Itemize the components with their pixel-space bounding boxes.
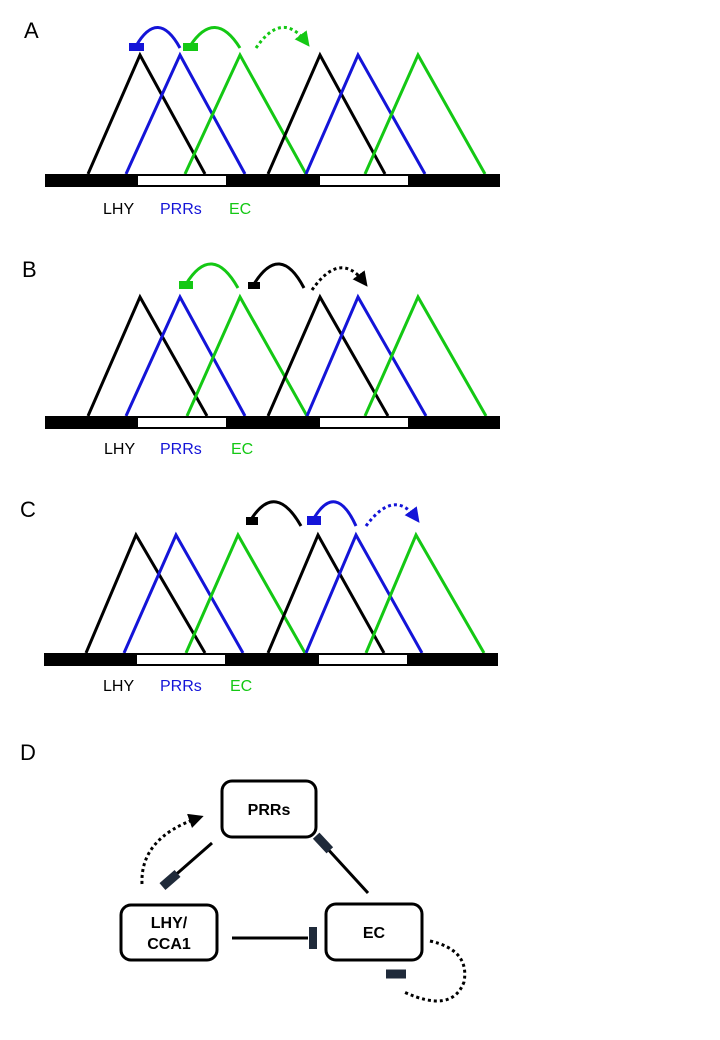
panel-c-arcs — [246, 500, 420, 527]
ec-inhibition-bar — [179, 281, 193, 289]
ec-peak-day2 — [363, 51, 487, 175]
panel-a-arcs — [129, 25, 310, 51]
legend-prrs: PRRs — [160, 201, 202, 218]
ec-next-cycle-dotted-arrow — [254, 25, 310, 49]
ec-inhibits-prrs-arc — [184, 262, 240, 289]
lhy-inhibits-ec-arc — [252, 262, 306, 289]
node-prrs: PRRs — [220, 779, 318, 839]
panel-c-peaks — [84, 531, 486, 654]
legend-lhy: LHY — [104, 441, 135, 458]
node-ec-label: EC — [363, 925, 386, 942]
legend-ec: EC — [230, 678, 252, 695]
lhy-peak-day2 — [266, 293, 390, 417]
prrs-inhibition-bar — [307, 516, 321, 525]
lhy-inhibition-bar — [248, 282, 260, 289]
ec-inhibition-bar — [183, 43, 198, 51]
edge-lhy-activates-prrs-dotted — [140, 813, 204, 885]
edge-ec-inhibits-prrs — [312, 832, 370, 895]
prrs-peak-day1 — [124, 51, 247, 175]
day-segment-2 — [320, 418, 408, 427]
prrs-inhibits-lhy-arc — [312, 500, 358, 527]
day-segment-1 — [138, 418, 226, 427]
prrs-peak-day2 — [304, 531, 424, 654]
ec-inhibits-prrs-arc — [188, 26, 242, 49]
legend-prrs: PRRs — [160, 678, 202, 695]
edge-ec-self-inhibition-dotted — [386, 939, 467, 1003]
day-segment-2 — [320, 176, 408, 185]
prrs-peak-day2 — [305, 293, 428, 417]
lhy-inhibits-ec-arc — [250, 500, 303, 527]
panel-label-a: A — [24, 18, 39, 43]
node-lhy-label-line1: LHY/ — [151, 915, 188, 932]
day-segment-2 — [319, 655, 407, 664]
ec-peak-day1 — [183, 51, 308, 175]
night-bar — [45, 174, 500, 187]
legend-lhy: LHY — [103, 201, 134, 218]
panel-c: C LHY PRRs EC — [20, 497, 498, 695]
node-lhy-label-line2: CCA1 — [147, 936, 191, 953]
panel-a: A LHY PRRs EC — [24, 18, 500, 218]
day-segment-1 — [138, 176, 226, 185]
legend-prrs: PRRs — [160, 441, 202, 458]
lhy-peak-day2 — [266, 531, 386, 654]
legend-ec: EC — [231, 441, 253, 458]
prrs-peak-day1 — [124, 293, 247, 417]
day-segment-1 — [137, 655, 225, 664]
lhy-inhibition-bar — [246, 517, 258, 525]
panel-b-peaks — [86, 293, 488, 417]
panel-b: B LHY PRRs EC — [22, 257, 500, 458]
panel-label-d: D — [20, 740, 36, 765]
ec-peak-day2 — [364, 531, 486, 654]
lhy-peak-day1 — [84, 531, 207, 654]
panel-a-day-night-bar — [45, 174, 500, 187]
panel-d: D PRRs LHY/ CCA1 EC — [20, 740, 467, 1003]
lhy-next-cycle-dotted-arrow — [310, 266, 368, 291]
node-ec: EC — [324, 902, 424, 962]
node-prrs-label: PRRs — [248, 802, 291, 819]
edge-lhy-inhibits-ec — [232, 927, 317, 949]
node-lhy-cca1: LHY/ CCA1 — [119, 903, 219, 962]
panel-label-c: C — [20, 497, 36, 522]
prrs-next-cycle-dotted-arrow — [364, 503, 420, 527]
prrs-peak-day1 — [122, 531, 245, 654]
legend-ec: EC — [229, 201, 251, 218]
panel-a-peaks — [86, 51, 487, 175]
panel-b-arcs — [179, 262, 368, 291]
ec-peak-day2 — [363, 293, 488, 417]
lhy-peak-day1 — [86, 51, 207, 175]
night-bar — [44, 653, 498, 666]
panel-b-day-night-bar — [45, 416, 500, 429]
legend-lhy: LHY — [103, 678, 134, 695]
panel-c-day-night-bar — [44, 653, 498, 666]
panel-label-b: B — [22, 257, 37, 282]
edge-prrs-inhibits-lhy — [159, 841, 213, 890]
prrs-inhibits-lhy-arc — [134, 26, 182, 49]
lhy-peak-day1 — [86, 293, 209, 417]
night-bar — [45, 416, 500, 429]
ec-peak-day1 — [184, 531, 307, 654]
lhy-peak-day2 — [266, 51, 387, 175]
prrs-peak-day2 — [304, 51, 427, 175]
prrs-inhibition-bar — [129, 43, 144, 51]
ec-peak-day1 — [185, 293, 309, 417]
